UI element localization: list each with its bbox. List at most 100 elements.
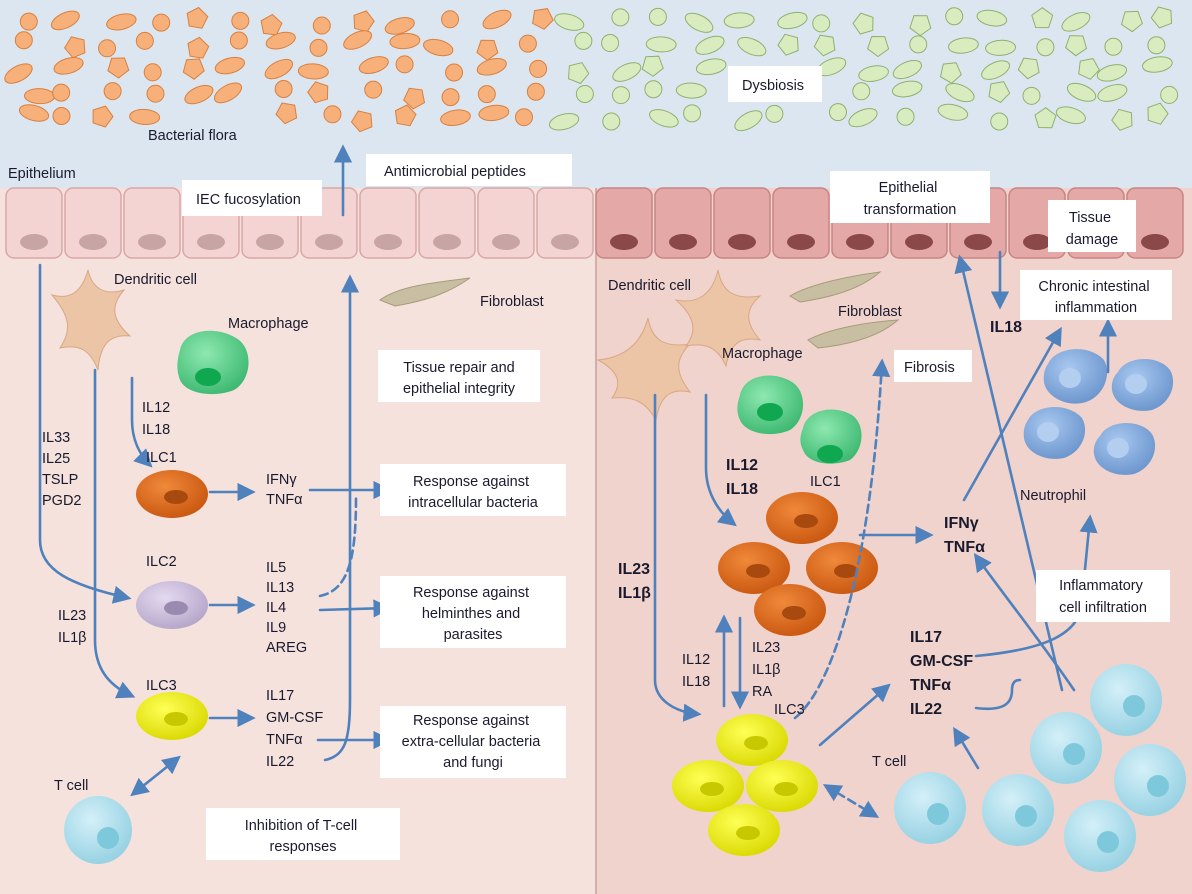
bacterium bbox=[896, 107, 915, 126]
bacterium bbox=[909, 35, 928, 54]
chronic-inflammation-label: Chronic intestinal inflammation bbox=[1038, 279, 1153, 316]
bacterium bbox=[1104, 37, 1123, 56]
bacterium bbox=[777, 33, 799, 56]
bacterium bbox=[602, 112, 621, 131]
bacterium bbox=[1142, 56, 1173, 73]
bacterium bbox=[307, 81, 329, 104]
bacterium bbox=[1034, 107, 1057, 129]
bacterium bbox=[364, 80, 383, 99]
bacterium bbox=[939, 62, 962, 84]
epithelial-transformation-label: Epithelial transformation bbox=[864, 180, 957, 218]
bacterium bbox=[649, 109, 679, 128]
dc-signal-list: IL33 IL25 TSLP PGD2 bbox=[42, 430, 82, 509]
bacterium bbox=[423, 38, 454, 57]
bacterium bbox=[18, 104, 50, 122]
bacterium bbox=[92, 105, 114, 128]
mac-signal-list-left: IL12 IL18 bbox=[142, 400, 174, 438]
bacterium bbox=[107, 57, 130, 79]
bacterium bbox=[1150, 6, 1173, 29]
bacterium bbox=[945, 7, 964, 26]
loop-left-signals: IL12 IL18 bbox=[682, 652, 714, 690]
response-extracellular-label: Response against extra-cellular bacteria… bbox=[402, 713, 545, 771]
ilc3-left-label: ILC3 bbox=[146, 678, 177, 694]
t-cell-left-label: T cell bbox=[54, 778, 88, 794]
bacterium bbox=[213, 82, 243, 104]
bacterium bbox=[135, 31, 154, 50]
bacterium bbox=[645, 36, 677, 53]
iec-fucosylation-label: IEC fucosylation bbox=[196, 192, 301, 208]
bacterium bbox=[441, 88, 460, 107]
ilc1-output-right: IFNγ TNFα bbox=[944, 515, 985, 556]
mac-signal-list-right: IL12 IL18 bbox=[726, 457, 762, 498]
il18-right-label: IL18 bbox=[990, 319, 1022, 336]
bacterium bbox=[892, 60, 922, 80]
bacterium bbox=[389, 33, 421, 50]
bacterium bbox=[1066, 82, 1097, 102]
dendritic-cell-left bbox=[50, 269, 132, 371]
bacterium bbox=[353, 10, 375, 33]
bacterium bbox=[312, 16, 331, 35]
bacterium bbox=[988, 81, 1011, 104]
t-cell-cluster-right bbox=[894, 664, 1186, 872]
bacterium bbox=[734, 110, 763, 132]
bacterium bbox=[514, 108, 533, 127]
bacterium bbox=[4, 63, 33, 84]
bacterium bbox=[641, 55, 664, 77]
bacterium bbox=[52, 83, 71, 102]
fibroblast-right-2 bbox=[807, 319, 900, 349]
bacterium bbox=[152, 13, 171, 32]
t-cell-right-label: T cell bbox=[872, 754, 906, 770]
il23-signal-list-left: IL23 IL1β bbox=[58, 608, 90, 646]
ilc2-label: ILC2 bbox=[146, 554, 177, 570]
bacterium bbox=[477, 85, 496, 104]
bacterium bbox=[264, 58, 294, 80]
bacterium bbox=[574, 31, 593, 50]
bacterium bbox=[532, 8, 554, 30]
bacterium bbox=[891, 80, 923, 98]
bacterium bbox=[985, 39, 1016, 56]
ilc1-cluster-right bbox=[718, 492, 878, 636]
epithelial-cell bbox=[595, 187, 653, 259]
bacterium bbox=[146, 84, 165, 103]
bacteria-layer bbox=[4, 6, 1179, 133]
bacterium bbox=[554, 13, 585, 31]
bacterium bbox=[106, 13, 137, 31]
bacterium bbox=[1036, 38, 1055, 57]
bacterium bbox=[265, 31, 296, 50]
inflammatory-infiltration-label: Inflammatory cell infiltration bbox=[1059, 578, 1147, 616]
bacterium bbox=[214, 56, 245, 75]
bacterium bbox=[1096, 64, 1128, 82]
macrophage-right-label: Macrophage bbox=[722, 346, 803, 362]
epithelial-cell bbox=[123, 187, 181, 259]
dendritic-cell-right-2 bbox=[674, 269, 762, 368]
bacterium bbox=[990, 112, 1009, 131]
neutrophil-cluster bbox=[1023, 349, 1174, 475]
ilc3-cluster-right bbox=[672, 714, 818, 856]
bacterium bbox=[683, 104, 702, 123]
bacterium bbox=[611, 8, 630, 27]
bacterium bbox=[937, 103, 969, 121]
bacterium bbox=[695, 35, 725, 55]
epithelial-cell bbox=[5, 187, 63, 259]
bacterium bbox=[129, 108, 161, 126]
bacterium bbox=[1061, 12, 1091, 32]
bacterium bbox=[231, 11, 250, 30]
bacterium bbox=[601, 34, 620, 53]
response-intracellular-label: Response against intracellular bacteria bbox=[408, 474, 539, 511]
text-layer: Bacterial flora Dysbiosis Epithelium IEC… bbox=[8, 78, 1153, 855]
bacterium bbox=[103, 82, 122, 101]
bacterium bbox=[1160, 85, 1179, 104]
epithelial-cell bbox=[536, 187, 594, 259]
ilc3-output-left: IL17 GM-CSF TNFα IL22 bbox=[266, 688, 327, 770]
bacterium bbox=[529, 59, 548, 78]
bacterium bbox=[14, 31, 33, 50]
bacterium bbox=[1147, 102, 1169, 125]
fibroblast-left-label: Fibroblast bbox=[480, 294, 544, 310]
bacterium bbox=[350, 110, 373, 133]
bacterium bbox=[394, 104, 417, 127]
bacterium bbox=[98, 39, 117, 58]
bacterium bbox=[478, 104, 510, 122]
bacterium bbox=[274, 79, 293, 98]
